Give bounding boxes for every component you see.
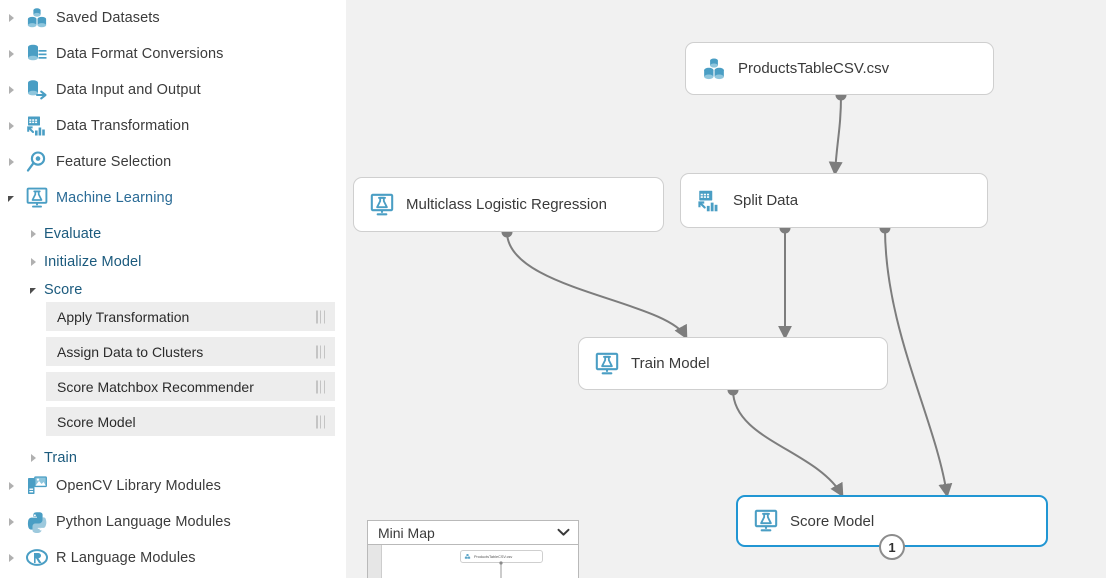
- module-list-item-label: Score Matchbox Recommender: [57, 378, 254, 395]
- edge-mclr-to-train: [506, 231, 688, 340]
- feature-selection-icon: [22, 147, 52, 177]
- data-transform-icon: [695, 187, 723, 215]
- chevron-right-icon[interactable]: [0, 144, 22, 180]
- sidebar-item-saved-datasets[interactable]: Saved Datasets: [0, 0, 345, 36]
- sidebar-item-label: Data Format Conversions: [56, 46, 224, 62]
- sidebar-item-data-transformation[interactable]: Data Transformation: [0, 108, 345, 144]
- chevron-right-icon[interactable]: [0, 108, 22, 144]
- canvas-node-split[interactable]: Split Data: [680, 173, 988, 228]
- python-icon: [22, 507, 52, 537]
- module-list-item[interactable]: Score Matchbox Recommender: [46, 372, 335, 403]
- sidebar-item-train[interactable]: Train: [0, 440, 345, 476]
- module-list-item-label: Assign Data to Clusters: [57, 343, 204, 360]
- mini-map-gutter: [368, 545, 382, 578]
- mini-map-edges: [499, 561, 503, 578]
- mini-map-node-icon: [464, 553, 471, 561]
- machine-learning-icon: [22, 183, 52, 213]
- canvas-node-dataset[interactable]: ProductsTableCSV.csv: [685, 42, 994, 95]
- edge-dataset-to-split: [828, 94, 843, 176]
- data-transform-icon: [22, 111, 52, 141]
- sidebar-item-python-language-modules[interactable]: Python Language Modules: [0, 504, 345, 540]
- opencv-icon: [22, 471, 52, 501]
- canvas-node-title: Multiclass Logistic Regression: [406, 196, 607, 213]
- edge-split-to-score: [884, 227, 953, 498]
- sidebar-item-data-format-conversions[interactable]: Data Format Conversions: [0, 36, 345, 72]
- edge-train-to-score: [732, 389, 844, 498]
- sidebar-item-label: Feature Selection: [56, 154, 172, 170]
- datasets-icon: [22, 3, 52, 33]
- module-list-item[interactable]: Apply Transformation: [46, 302, 335, 333]
- mini-map-canvas[interactable]: ProductsTableCSV.csv: [382, 545, 578, 578]
- sidebar-item-label: Python Language Modules: [56, 514, 231, 530]
- node-status-badge: 1: [879, 534, 905, 560]
- machine-learning-icon: [593, 350, 621, 378]
- datasets-icon: [700, 55, 728, 83]
- data-format-icon: [22, 39, 52, 69]
- chevron-right-icon[interactable]: [0, 0, 22, 36]
- drag-handle-icon[interactable]: [316, 345, 325, 358]
- mini-map-title: Mini Map: [378, 524, 435, 541]
- canvas-node-title: Split Data: [733, 192, 799, 209]
- chevron-right-icon[interactable]: [22, 244, 44, 280]
- sidebar-item-evaluate[interactable]: Evaluate: [0, 216, 345, 252]
- mini-map-panel[interactable]: Mini Map: [367, 520, 579, 578]
- module-list-item[interactable]: Score Model: [46, 407, 335, 438]
- mini-map-header[interactable]: Mini Map: [368, 521, 578, 545]
- sidebar-item-label: Data Input and Output: [56, 82, 201, 98]
- machine-learning-icon: [368, 191, 396, 219]
- sidebar-item-data-input-and-output[interactable]: Data Input and Output: [0, 72, 345, 108]
- chevron-right-icon[interactable]: [0, 36, 22, 72]
- sidebar-item-label: Evaluate: [44, 226, 102, 242]
- sidebar-item-initialize-model[interactable]: Initialize Model: [0, 244, 345, 280]
- chevron-right-icon[interactable]: [0, 540, 22, 576]
- canvas-node-mclr[interactable]: Multiclass Logistic Regression: [353, 177, 664, 232]
- chevron-right-icon[interactable]: [0, 72, 22, 108]
- sidebar-item-label: Initialize Model: [44, 254, 142, 270]
- module-list-item-label: Score Model: [57, 413, 136, 430]
- chevron-right-icon[interactable]: [0, 468, 22, 504]
- sidebar-item-label: R Language Modules: [56, 550, 196, 566]
- sidebar-item-label: OpenCV Library Modules: [56, 478, 221, 494]
- sidebar-item-machine-learning[interactable]: Machine Learning: [0, 180, 345, 216]
- chevron-right-icon[interactable]: [22, 440, 44, 476]
- sidebar-item-r-language-modules[interactable]: R Language Modules: [0, 540, 345, 576]
- chevron-right-icon[interactable]: [22, 216, 44, 252]
- sidebar-item-label: Machine Learning: [56, 190, 173, 206]
- sidebar-item-label: Score: [44, 282, 83, 298]
- machine-learning-icon: [752, 507, 780, 535]
- chevron-right-icon[interactable]: [0, 504, 22, 540]
- chevron-down-icon[interactable]: [557, 524, 570, 542]
- drag-handle-icon[interactable]: [316, 310, 325, 323]
- drag-handle-icon[interactable]: [316, 380, 325, 393]
- sidebar-item-opencv-library-modules[interactable]: OpenCV Library Modules: [0, 468, 345, 504]
- sidebar-item-label: Saved Datasets: [56, 10, 160, 26]
- mini-map-body[interactable]: ProductsTableCSV.csv: [368, 545, 578, 578]
- canvas-node-title: Train Model: [631, 355, 710, 372]
- chevron-down-icon[interactable]: [22, 272, 44, 308]
- data-io-icon: [22, 75, 52, 105]
- canvas-node-title: ProductsTableCSV.csv: [738, 60, 890, 77]
- sidebar-item-label: Data Transformation: [56, 118, 190, 134]
- canvas-node-title: Score Model: [790, 512, 875, 530]
- r-language-icon: [22, 543, 52, 573]
- canvas-node-train[interactable]: Train Model: [578, 337, 888, 390]
- drag-handle-icon[interactable]: [316, 415, 325, 428]
- sidebar-item-label: Train: [44, 450, 77, 466]
- module-list-item-label: Apply Transformation: [57, 308, 190, 325]
- sidebar-item-feature-selection[interactable]: Feature Selection: [0, 144, 345, 180]
- sidebar-item-score[interactable]: Score: [0, 272, 345, 308]
- mini-map-node-label: ProductsTableCSV.csv: [474, 554, 513, 559]
- module-list-item[interactable]: Assign Data to Clusters: [46, 337, 335, 368]
- chevron-down-icon[interactable]: [0, 180, 22, 216]
